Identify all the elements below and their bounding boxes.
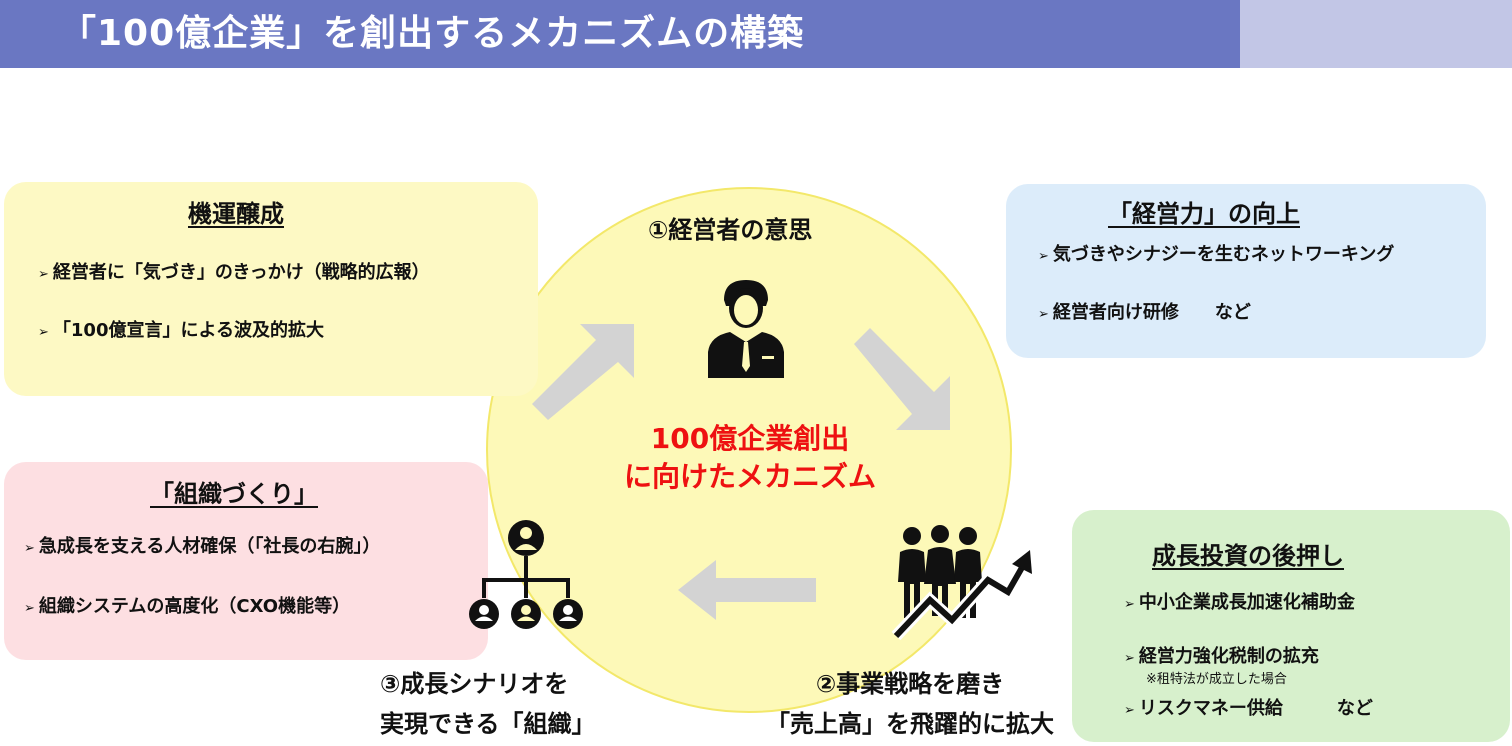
step2-label: ②事業戦略を磨き 「売上高」を飛躍的に拡大 [760,664,1060,744]
step3-label: ③成長シナリオを 実現できる「組織」 [380,664,596,744]
momentum-box [4,182,538,396]
organization-item-2: ➢組織システムの高度化（CXO機能等） [24,596,351,617]
step1-label: ①経営者の意思 [648,216,813,244]
center-line-1: 100億企業創出 [650,422,850,455]
step3-line1: ③成長シナリオを [380,670,569,698]
management-item-1: ➢気づきやシナジーを生むネットワーキング [1038,244,1395,265]
cycle-arrow-up-right [532,324,634,420]
bullet-marker: ➢ [38,267,49,282]
momentum-item-1: ➢経営者に「気づき」のきっかけ（戦略的広報） [38,262,430,283]
cycle-arrow-left [678,560,816,620]
management-title: 「経営力」の向上 [1108,200,1300,228]
center-line-2: に向けたメカニズム [623,460,876,493]
bullet-marker: ➢ [1124,597,1135,612]
bullet-marker: ➢ [24,541,35,556]
title-bar [0,0,1240,68]
investment-item-3: ➢リスクマネー供給 など [1124,698,1373,719]
org-chart-icon [469,520,583,629]
growth-people-icon [891,525,1032,641]
title-bar-accent [1240,0,1512,68]
bullet-marker: ➢ [1038,307,1049,322]
investment-title: 成長投資の後押し [1152,542,1344,570]
step3-line2: 実現できる「組織」 [380,710,596,738]
center-mechanism-text: 100億企業創出 に向けたメカニズム [560,420,940,496]
bullet-marker: ➢ [24,601,35,616]
step2-line2: 「売上高」を飛躍的に拡大 [766,710,1054,738]
momentum-item-2: ➢「100億宣言」による波及的拡大 [38,320,324,341]
investment-box [1072,510,1510,742]
cycle-arrow-down-right [854,328,950,430]
bullet-marker: ➢ [1124,703,1135,718]
step2-line1: ②事業戦略を磨き [815,670,1005,698]
investment-item-2: ➢経営力強化税制の拡充 [1124,646,1319,667]
page-title: 「100億企業」を創出するメカニズムの構築 [60,13,805,54]
management-box [1006,184,1486,358]
management-item-2: ➢経営者向け研修 など [1038,302,1251,323]
organization-box [4,462,488,660]
investment-note: ※租特法が成立した場合 [1146,672,1287,687]
bullet-marker: ➢ [1038,249,1049,264]
businessman-icon [708,280,784,378]
organization-title: 「組織づくり」 [150,480,318,508]
investment-item-1: ➢中小企業成長加速化補助金 [1124,592,1355,613]
bullet-marker: ➢ [38,325,49,340]
momentum-title: 機運醸成 [188,200,284,228]
bullet-marker: ➢ [1124,651,1135,666]
organization-item-1: ➢急成長を支える人材確保（「社長の右腕」） [24,536,381,557]
